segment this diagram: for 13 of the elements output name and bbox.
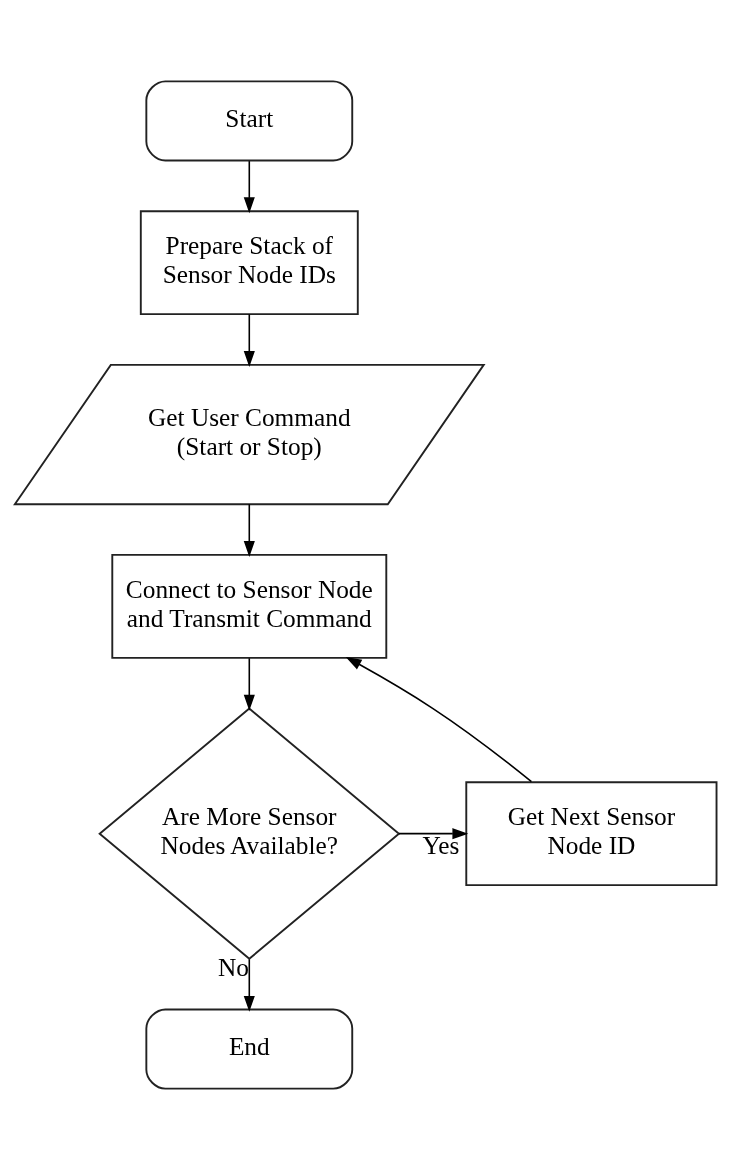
arrow [243, 657, 255, 711]
edge-label: Yes [422, 830, 460, 859]
node-box: Connect to Sensor Node and Transmit Command [111, 553, 388, 659]
arrow [243, 313, 255, 367]
node-box: Prepare Stack of Sensor Node IDs [139, 210, 359, 316]
arrow [243, 160, 255, 214]
node-box: Get Next Sensor Node ID [465, 781, 718, 887]
arrow [243, 503, 255, 557]
arrow [398, 828, 469, 840]
node-box: Start [145, 80, 354, 162]
arrow [243, 958, 255, 1012]
arrow [345, 656, 533, 783]
node-box: End [145, 1008, 354, 1090]
